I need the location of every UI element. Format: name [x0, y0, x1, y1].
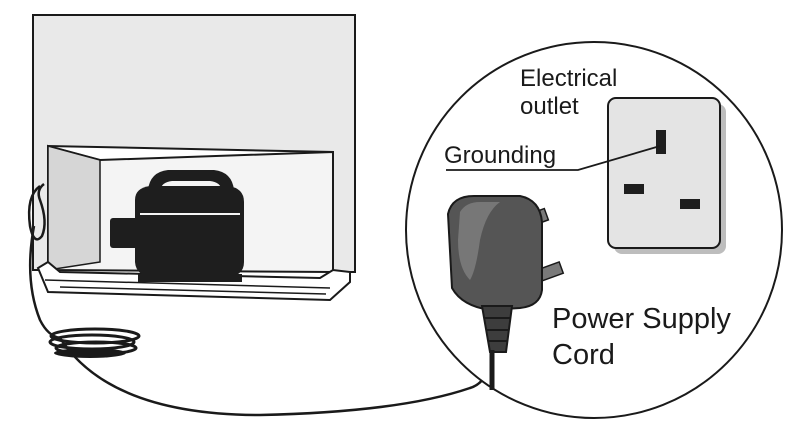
- compressor-handle: [148, 170, 234, 190]
- label-electrical-outlet-line1: Electrical: [520, 65, 617, 92]
- electrical-outlet: [607, 97, 726, 254]
- label-power-supply-cord-line2: Cord: [552, 339, 615, 371]
- label-electrical-outlet-line2: outlet: [520, 93, 579, 120]
- cord-coil: [48, 327, 141, 358]
- outlet-face: [607, 97, 721, 249]
- grounding-leader-line: [446, 145, 661, 171]
- plug-body-highlight: [458, 202, 500, 280]
- base-tray-rim: [44, 279, 331, 295]
- outlet-live-slot: [624, 184, 644, 194]
- power-cord: [28, 225, 494, 417]
- cord-clip-loop: [27, 183, 46, 241]
- compressor: [110, 170, 244, 282]
- outlet-earth-slot: [656, 130, 666, 154]
- label-power-supply-cord-line1: Power Supply: [552, 303, 731, 335]
- outlet-neutral-slot: [680, 199, 700, 209]
- compressor-body: [135, 186, 244, 278]
- label-grounding: Grounding: [444, 142, 556, 169]
- compartment-side-wall: [47, 145, 101, 271]
- compressor-foot: [138, 274, 242, 282]
- power-plug: [446, 195, 565, 390]
